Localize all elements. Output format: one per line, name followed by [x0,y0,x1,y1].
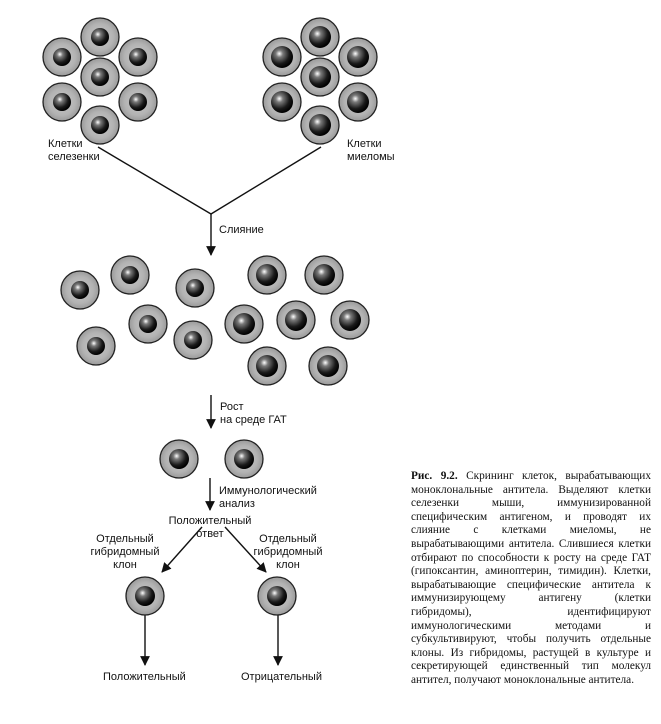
cell [42,82,82,122]
cell [330,300,370,340]
cell [159,439,199,479]
fusion-label: Слияние [219,224,264,236]
cell [224,304,264,344]
spleen-cells-label: Клетки селезенки [48,138,100,163]
myeloma-to-fusion-line [210,146,322,215]
cell [110,255,150,295]
cell [262,82,302,122]
fused-cells-mixture [60,255,370,386]
right-branch-arrow [224,526,267,573]
cell [304,255,344,295]
cell [60,270,100,310]
cell [262,37,302,77]
caption-text: Скрининг клеток, вырабатывающих моноклон… [411,470,651,686]
cell [42,37,82,77]
cell [118,82,158,122]
spleen-cells-cluster [42,17,158,145]
cell [276,300,316,340]
clone-left-cell [125,576,165,616]
spleen-to-fusion-line [97,146,212,215]
cell [76,326,116,366]
cell [338,82,378,122]
myeloma-cells-cluster [262,17,378,145]
clone-right-cell [257,576,297,616]
cell [173,320,213,360]
cell [175,268,215,308]
connector-lines [97,146,322,666]
cell [308,346,348,386]
cell [338,37,378,77]
cell [247,255,287,295]
figure-caption: Рис. 9.2. Скрининг клеток, вырабатывающи… [411,470,651,688]
cell [128,304,168,344]
cell [224,439,264,479]
cell [300,105,340,145]
cell [118,37,158,77]
result-negative-label: Отрицательный [241,671,322,683]
growth-label: Рост на среде ГАТ [220,401,287,426]
left-branch-arrow [161,526,203,573]
positive-response-label: Положительный ответ [168,515,252,540]
clone-right-label: Отдельный гибридомный клон [253,533,323,571]
cell [80,57,120,97]
cell [80,105,120,145]
hybridoma-cells [159,439,264,479]
result-positive-label: Положительный [103,671,186,683]
cell [247,346,287,386]
cell [300,57,340,97]
cell [300,17,340,57]
immuno-analysis-label: Иммунологический анализ [219,485,317,510]
clone-left-label: Отдельный гибридомный клон [90,533,160,571]
myeloma-cells-label: Клетки миеломы [347,138,395,163]
figure-number: Рис. 9.2. [411,470,458,482]
cell [80,17,120,57]
